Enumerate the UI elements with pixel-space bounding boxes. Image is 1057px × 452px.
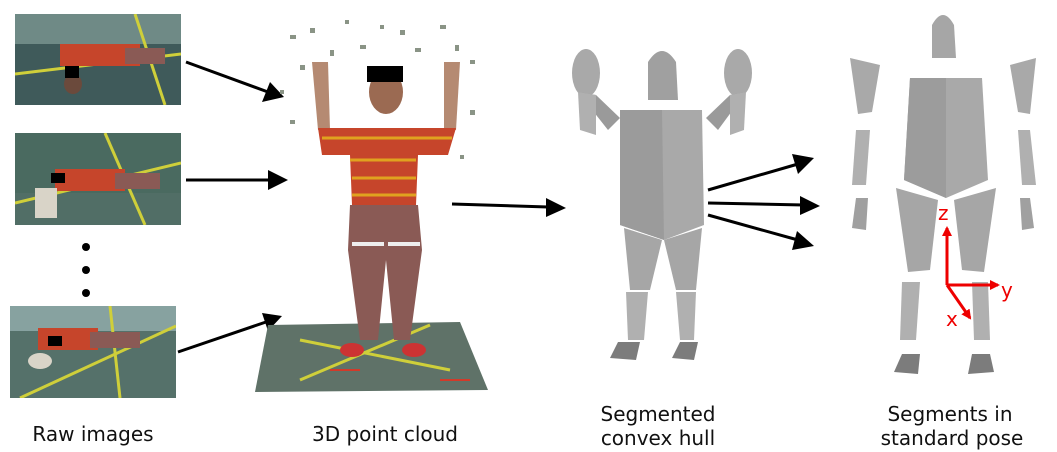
x-axis-label: x [946,307,958,331]
arrow-image2-to-cloud [186,170,288,190]
raw-image-2 [15,133,181,225]
face-censor-bar [367,66,403,82]
raw-image-3 [10,306,176,398]
dot [82,266,90,274]
raw-image-2-graphic [15,133,181,225]
scatter-points [280,20,475,159]
dot [82,243,90,251]
arrow-hull-to-segments-2 [707,196,820,215]
raw-image-1 [15,14,181,105]
arrow-cloud-to-hull [451,198,566,217]
convex-hull-mesh [572,49,752,360]
caption-hull-line1: Segmented [600,402,716,426]
raw-image-3-graphic [10,306,176,398]
z-axis-label: z [938,201,949,225]
caption-hull-line2: convex hull [600,426,716,450]
dot [82,289,90,297]
caption-point-cloud: 3D point cloud [311,422,458,446]
ellipsis-dots [82,243,90,312]
arrow-image1-to-cloud [185,60,284,102]
arrow-image3-to-cloud [177,313,282,354]
arrow-hull-to-segments-3 [707,213,814,250]
caption-pose-line1: Segments in [887,402,1013,426]
arrow-hull-to-segments-1 [707,154,814,192]
point-cloud-figure [255,20,488,392]
y-axis-label: y [1001,278,1013,302]
x-axis [945,284,972,320]
caption-pose-line2: standard pose [880,426,1024,450]
coordinate-axes: z y x [938,201,1013,331]
raw-image-1-graphic [15,14,181,105]
segments-standard-pose [850,15,1036,374]
caption-raw-images: Raw images [32,422,154,446]
